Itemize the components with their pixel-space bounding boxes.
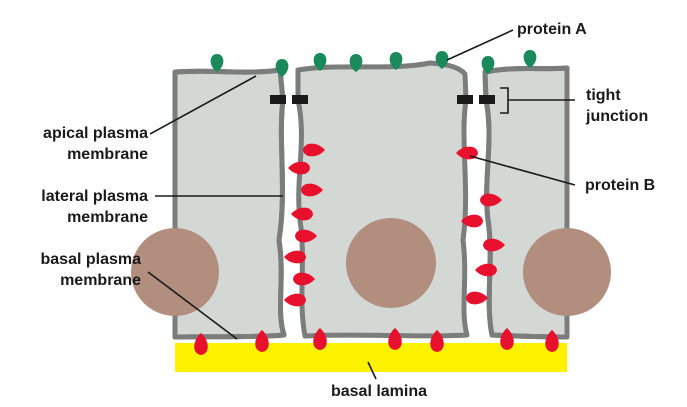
protein-a-marker (210, 54, 224, 72)
label-basal-1: basal plasma (41, 251, 142, 268)
protein-a-marker (313, 53, 327, 71)
protein-b-marker (545, 330, 559, 352)
protein-b-marker (461, 214, 483, 228)
protein-b-marker (288, 161, 310, 175)
protein-b-marker (295, 229, 317, 243)
protein-a-marker (435, 51, 449, 69)
protein-b-marker (293, 272, 315, 286)
cell-right (482, 65, 611, 340)
protein-a-markers (210, 50, 537, 77)
label-apical-1: apical plasma (43, 125, 148, 142)
protein-b-marker (483, 238, 505, 252)
tight-junction-left-b (292, 95, 308, 104)
label-basal-2: membrane (60, 272, 141, 289)
leader-protein-a (446, 29, 514, 61)
label-tight-junction-1: tight (586, 87, 621, 104)
protein-b-marker (255, 330, 269, 352)
protein-a-marker (275, 59, 289, 77)
leader-tight-junction (500, 87, 575, 114)
protein-a-marker (481, 56, 495, 74)
protein-b-marker (480, 193, 502, 207)
cell-left (131, 67, 287, 340)
label-tight-junction-2: junction (585, 108, 648, 125)
label-basal-lamina: basal lamina (331, 383, 427, 400)
protein-b-marker (466, 291, 488, 305)
label-protein-a: protein A (517, 21, 587, 38)
label-apical-2: membrane (67, 146, 148, 163)
protein-b-marker (194, 333, 208, 355)
protein-b-marker (291, 207, 313, 221)
protein-a-marker (389, 52, 403, 70)
tight-junction-right-b (479, 95, 495, 104)
label-protein-b: protein B (585, 177, 655, 194)
protein-b-markers (194, 143, 559, 355)
cell-center (295, 60, 470, 339)
leader-basal-lamina (367, 361, 377, 380)
protein-b-marker (388, 328, 402, 350)
tight-junction-right-a (457, 95, 473, 104)
protein-b-marker (303, 143, 325, 157)
protein-b-marker (284, 250, 306, 264)
protein-a-marker (523, 50, 537, 68)
nucleus-left (131, 228, 219, 316)
protein-b-marker (430, 330, 444, 352)
leader-apical (149, 75, 257, 135)
protein-b-marker (475, 263, 497, 277)
label-lateral-2: membrane (67, 209, 148, 226)
protein-b-marker (500, 328, 514, 350)
protein-a-marker (349, 54, 363, 72)
label-lateral-1: lateral plasma (41, 188, 148, 205)
leader-protein-b (469, 155, 576, 186)
leader-basal (147, 271, 238, 340)
protein-b-marker (301, 183, 323, 197)
nucleus-center (346, 218, 436, 308)
tight-junction-left-a (270, 95, 286, 104)
protein-b-marker (313, 328, 327, 350)
protein-b-marker (284, 293, 306, 307)
nucleus-right (523, 228, 611, 316)
